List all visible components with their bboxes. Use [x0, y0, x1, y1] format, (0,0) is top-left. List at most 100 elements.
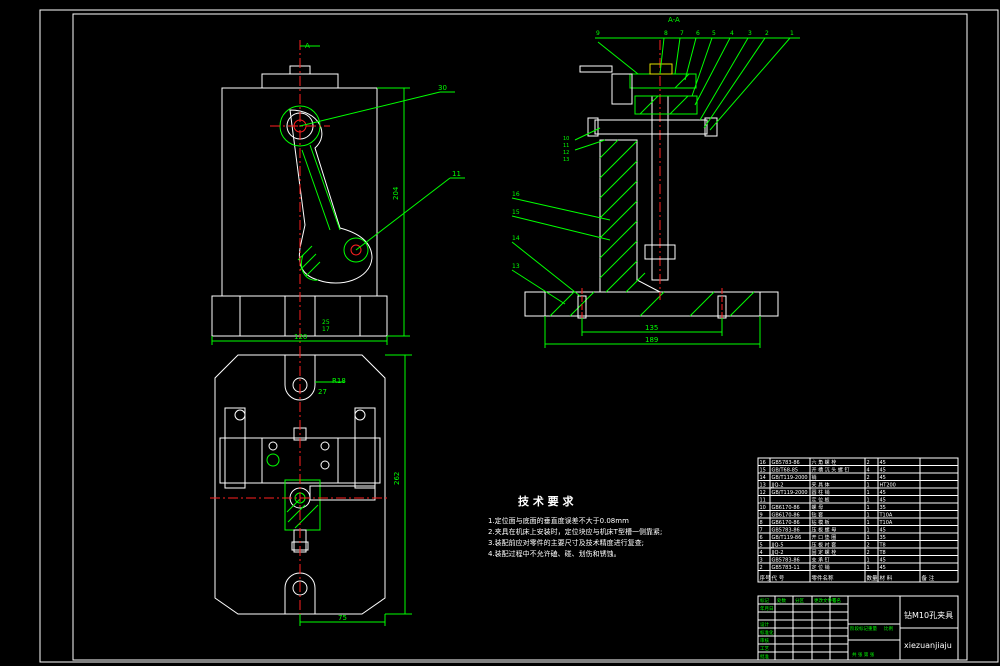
drawing-code: xiezuanjiaju [904, 641, 952, 650]
parts-table-cell: GB5783-86 [772, 527, 800, 533]
dim-outer-section: 189 [645, 336, 658, 344]
section-top-label: 9 [596, 30, 600, 37]
title-block-label: 重量 [868, 625, 877, 632]
parts-table-cell: 45 [880, 565, 886, 571]
parts-table-header: 材 料 [880, 574, 893, 582]
parts-table-cell: 开 口 垫 圈 [812, 534, 837, 541]
tech-req-item-2: 2.夹具在机床上安装时，定位块应与机床T型槽一侧靠紧; [488, 527, 662, 536]
parts-table-header: 零件名称 [812, 574, 835, 582]
parts-table-cell: 支 承 钉 [812, 556, 830, 563]
parts-table-cell: 45 [880, 527, 886, 533]
parts-table-cell: GB6170-86 [772, 505, 800, 511]
title-block-label: 比例 [884, 625, 893, 632]
section-top-label: 1 [790, 30, 794, 37]
tech-req-item-1: 1.定位面与底面的垂直度误差不大于0.08mm [488, 516, 629, 525]
parts-table-cell: 压 板 螺 母 [812, 526, 837, 533]
title-block-label: 阶段标记 [850, 625, 868, 632]
dim-small-plan: 27 [318, 388, 327, 396]
parts-table-cell: 11 [760, 497, 766, 503]
parts-table-cell: 9 [760, 512, 763, 518]
parts-table-cell: 3 [760, 557, 763, 563]
parts-table-cell: GB/T119-2000 [772, 490, 808, 496]
tech-req-item-3: 3.装配前应对零件的主要尺寸及技术精度进行复查; [488, 538, 644, 547]
parts-table-cell: 1 [867, 497, 870, 503]
parts-table-cell: GB/T119-2000 [772, 475, 808, 481]
section-top-label: 7 [680, 30, 684, 37]
parts-table-cell: 2 [867, 550, 870, 556]
parts-table-cell: JJQ-2 [771, 550, 784, 556]
parts-table-cell: T10A [879, 520, 893, 526]
title-block-label: 标准化 [760, 629, 774, 636]
parts-table-cell: 45 [880, 460, 886, 466]
drawing-frame [39, 9, 999, 663]
section-top-label: 5 [712, 30, 716, 37]
parts-table-cell: 1 [867, 535, 870, 541]
parts-table-cell: GB5783-86 [772, 557, 800, 563]
title-block-label: 处数 [777, 597, 786, 604]
plan-view: R18 27 262 75 [210, 348, 412, 626]
section-view: A-A [511, 16, 800, 348]
parts-table-cell: 4 [867, 467, 870, 473]
title-block-label: 更改文件号 [814, 597, 837, 604]
parts-table-cell: 圆 柱 销 [812, 489, 830, 496]
parts-table-cell: 5 [760, 542, 763, 548]
parts-table-cell: 45 [880, 497, 886, 503]
front-view: 30 11 204 120 25 17 A [211, 40, 465, 350]
dim-height-plan: 262 [393, 472, 401, 485]
dim-inner-section: 135 [645, 324, 658, 332]
parts-table-cell: GB/T68-85 [772, 467, 799, 473]
parts-table-cell: 定 位 销 [812, 564, 830, 571]
parts-table-cell: 钻 套 [812, 511, 824, 518]
section-left-label-1: 16 [512, 191, 520, 198]
parts-table-cell: 15 [760, 467, 766, 473]
leader-label-upper: 30 [438, 84, 447, 92]
parts-table-cell: GB6170-86 [772, 512, 800, 518]
parts-table-cell: 1 [867, 557, 870, 563]
parts-table-cell: 45 [880, 490, 886, 496]
title-block-label: 设计 [760, 621, 769, 628]
parts-table-cell: GB5783-11 [772, 565, 800, 571]
parts-table-cell: 2 [867, 460, 870, 466]
parts-table-cell: 35 [880, 535, 886, 541]
title-block: 标记处数分区更改文件号签名年月日设计标准化审核工艺批准阶段标记重量比例共 张 第… [757, 595, 959, 661]
title-block-label: 工艺 [760, 646, 769, 652]
section-top-label: 3 [748, 30, 752, 37]
parts-table-cell: 开 槽 沉 头 螺 钉 [812, 466, 850, 473]
dim-width-front: 120 [294, 333, 307, 341]
parts-table-cell: 六 角 螺 栓 [812, 459, 837, 466]
parts-table-cell: JJQ-5 [771, 542, 784, 548]
title-block-label: 年月日 [760, 605, 774, 612]
parts-table-header: 序号 [760, 574, 772, 582]
title-block-label: 共 张 第 张 [852, 651, 875, 658]
parts-table-cell: 1 [867, 512, 870, 518]
leader-label-lower: 11 [452, 170, 461, 178]
parts-table-header: 代 号 [772, 574, 785, 582]
parts-table-cell: 1 [867, 490, 870, 496]
parts-table-cell: 45 [880, 467, 886, 473]
parts-table-cell: 1 [867, 505, 870, 511]
parts-table-cell: 固 定 螺 栓 [812, 549, 837, 556]
title-block-label: 审核 [760, 637, 769, 644]
parts-table-cell: GB6170-86 [772, 520, 800, 526]
parts-table-header: 备 注 [922, 574, 935, 582]
section-left-label-2: 15 [512, 209, 520, 216]
tech-req-title: 技 术 要 求 [518, 494, 574, 508]
parts-table-cell: 45 [880, 475, 886, 481]
parts-table-cell: 夹 具 体 [812, 481, 830, 488]
parts-table-cell: 定 位 板 [812, 496, 830, 503]
section-side-label-3: 12 [563, 150, 569, 156]
section-side-label-4: 13 [563, 157, 569, 163]
parts-table-cell: T8 [879, 542, 886, 548]
section-label: A-A [668, 16, 680, 24]
parts-table-cell: 1 [867, 527, 870, 533]
parts-table-cell: 2 [760, 565, 763, 571]
dim-height-front: 204 [392, 186, 400, 200]
parts-table-cell: 1 [867, 565, 870, 571]
section-side-label-2: 11 [563, 143, 569, 149]
parts-table-cell: 1 [867, 482, 870, 488]
dim-small-1: 25 [322, 319, 330, 326]
parts-table-cell: 2 [867, 542, 870, 548]
